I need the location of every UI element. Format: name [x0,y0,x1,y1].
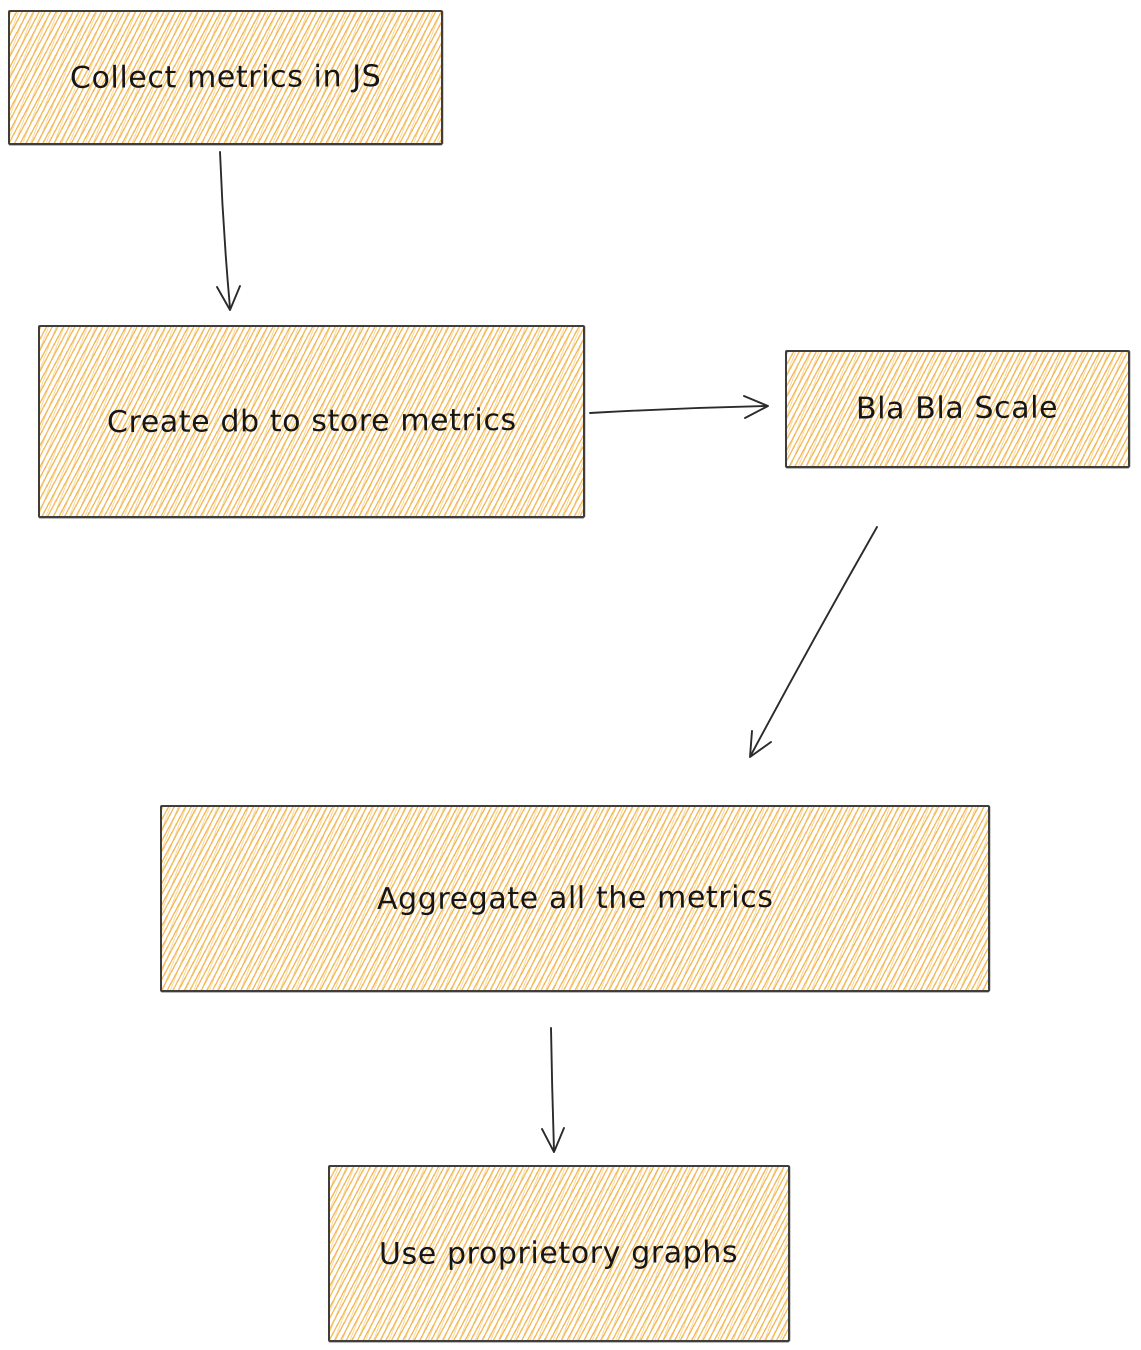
node-aggregate-metrics: Aggregate all the metrics [160,805,990,992]
arrow-collect-to-create-db [216,151,241,311]
node-use-graphs-label: Use proprietory graphs [379,1234,739,1272]
node-create-db: Create db to store metrics [38,325,585,518]
arrow-create-db-to-bla-scale [589,395,769,419]
node-collect-metrics: Collect metrics in JS [8,10,443,145]
node-use-graphs: Use proprietory graphs [328,1165,790,1342]
node-collect-metrics-label: Collect metrics in JS [69,58,382,96]
node-bla-bla-scale: Bla Bla Scale [785,350,1130,468]
node-bla-bla-scale-label: Bla Bla Scale [856,390,1059,427]
node-create-db-label: Create db to store metrics [106,402,517,440]
arrow-bla-scale-to-aggregate [749,526,878,758]
node-aggregate-metrics-label: Aggregate all the metrics [376,879,774,917]
arrow-aggregate-to-use-graphs [541,1027,565,1153]
